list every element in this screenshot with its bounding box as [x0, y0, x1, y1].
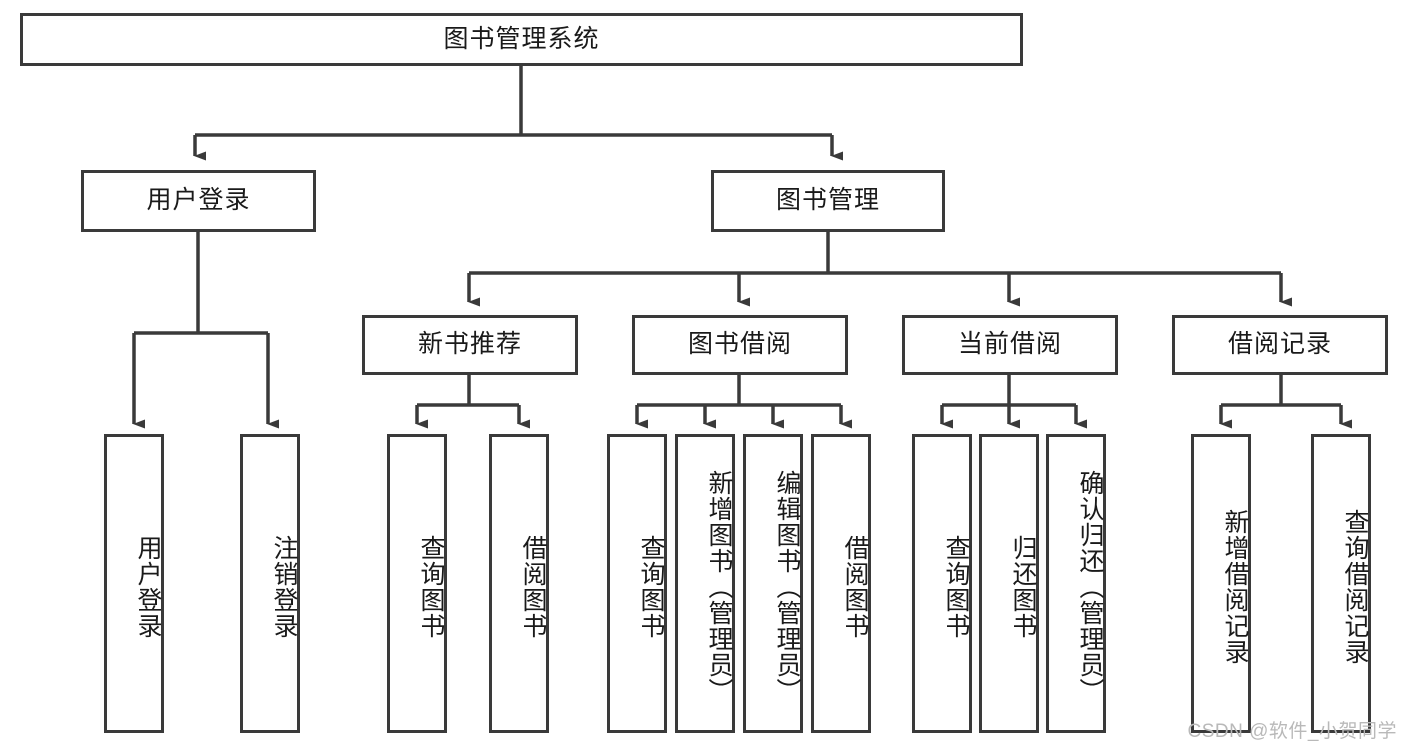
node-label: 新书推荐: [417, 330, 522, 359]
leaf-borrow-book-recommend[interactable]: 借阅图书: [489, 434, 549, 733]
node-new-book-recommend[interactable]: 新书推荐: [362, 315, 578, 375]
node-borrow-record[interactable]: 借阅记录: [1172, 315, 1388, 375]
leaf-return-book[interactable]: 归还图书: [979, 434, 1039, 733]
leaf-confirm-return-admin[interactable]: 确认归还（管理员）: [1046, 434, 1106, 733]
node-book-management[interactable]: 图书管理: [711, 170, 945, 232]
node-book-borrow[interactable]: 图书借阅: [632, 315, 848, 375]
node-label: 图书借阅: [687, 330, 792, 359]
node-label: 查询图书: [637, 534, 665, 639]
leaf-query-book-current[interactable]: 查询图书: [912, 434, 972, 733]
node-label: 借阅记录: [1227, 330, 1332, 359]
watermark: CSDN @软件_小贺同学: [1187, 721, 1397, 742]
node-label: 借阅图书: [519, 534, 547, 639]
leaf-add-book-admin[interactable]: 新增图书（管理员）: [675, 434, 735, 733]
node-label: 编辑图书（管理员）: [773, 469, 801, 704]
node-label: 当前借阅: [957, 330, 1062, 359]
node-label: 用户登录: [146, 186, 251, 215]
node-current-borrow[interactable]: 当前借阅: [902, 315, 1118, 375]
node-label: 新增借阅记录: [1221, 508, 1249, 665]
node-label: 确认归还（管理员）: [1076, 469, 1104, 704]
leaf-query-borrow-record[interactable]: 查询借阅记录: [1311, 434, 1371, 733]
leaf-query-book-borrow[interactable]: 查询图书: [607, 434, 667, 733]
leaf-query-book-recommend[interactable]: 查询图书: [387, 434, 447, 733]
node-label: 用户登录: [134, 534, 162, 639]
leaf-edit-book-admin[interactable]: 编辑图书（管理员）: [743, 434, 803, 733]
node-user-login[interactable]: 用户登录: [81, 170, 316, 232]
leaf-borrow-book[interactable]: 借阅图书: [811, 434, 871, 733]
node-label: 借阅图书: [841, 534, 869, 639]
node-label: 图书管理系统: [443, 24, 600, 53]
leaf-user-login[interactable]: 用户登录: [104, 434, 164, 733]
node-label: 注销登录: [270, 534, 298, 639]
node-label: 新增图书（管理员）: [705, 469, 733, 704]
node-label: 图书管理: [775, 186, 880, 215]
node-label: 查询借阅记录: [1341, 508, 1369, 665]
node-label: 归还图书: [1009, 534, 1037, 639]
node-label: 查询图书: [942, 534, 970, 639]
leaf-logout[interactable]: 注销登录: [240, 434, 300, 733]
leaf-add-borrow-record[interactable]: 新增借阅记录: [1191, 434, 1251, 733]
node-label: 查询图书: [417, 534, 445, 639]
node-root-system[interactable]: 图书管理系统: [20, 13, 1023, 66]
